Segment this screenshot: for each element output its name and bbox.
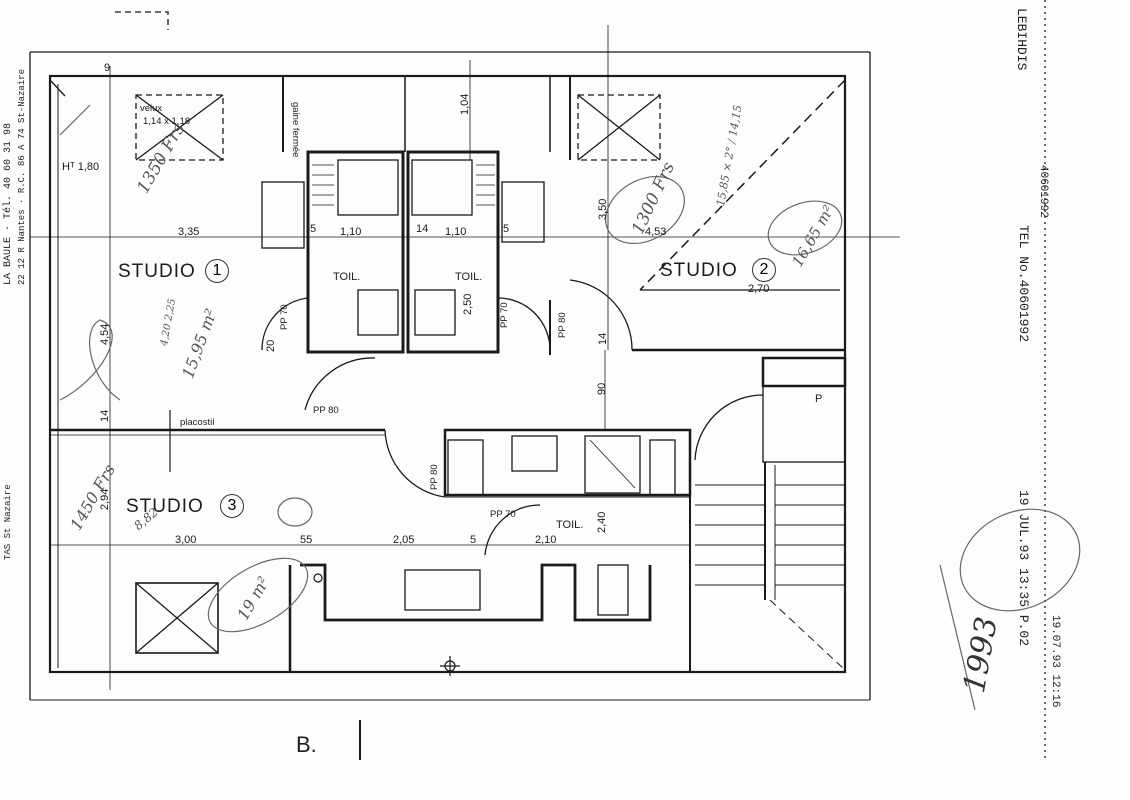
wc (414, 289, 456, 336)
toilet-2-label: TOIL. (455, 271, 483, 283)
dim-label: 2,40 (596, 511, 608, 533)
washbasin (501, 181, 545, 243)
dim-label: 2,05 (393, 534, 415, 546)
door-pp80-label: PP 80 (313, 405, 339, 416)
dim-label: 2,50 (462, 293, 474, 315)
fax-date-edge: 19.07.93 12:16 (1049, 615, 1061, 708)
dimension-lines (30, 25, 900, 690)
toilet-1-label: TOIL. (333, 271, 361, 283)
dim-label: 2,70 (748, 283, 770, 295)
studio-1-name: STUDIO (118, 261, 196, 282)
landing-p-label: P (815, 393, 823, 405)
velux-cross (577, 94, 661, 161)
velux-label: velux (140, 103, 163, 114)
dim-label: 5 (503, 223, 510, 235)
landing (761, 356, 847, 388)
washbasin (447, 439, 484, 496)
dim-label: 4,53 (645, 226, 667, 238)
door-pp70-label: PP 70 (279, 304, 290, 330)
door-pp70-label: PP 70 (499, 302, 510, 328)
gaine-label: gaine fermée (290, 102, 301, 158)
shower-tray (584, 435, 641, 494)
door-arc (694, 394, 764, 461)
dim-label: 3,35 (178, 226, 200, 238)
dim-label: 14 (597, 332, 609, 345)
velux-window (135, 94, 224, 161)
door-arc (569, 279, 633, 351)
fax-sender-line: TAS St Nazaire (3, 484, 13, 560)
dim-label: 3,50 (597, 198, 609, 220)
column-marker (313, 573, 323, 583)
section-mark: B. (296, 732, 317, 757)
wc (649, 439, 676, 496)
fax-header-name: LEBIHDIS (1014, 8, 1029, 71)
dim-label: 3,00 (175, 534, 197, 546)
studio-2-name: STUDIO (660, 260, 738, 281)
velux-cross (135, 94, 224, 161)
grid-mark: 9 (104, 62, 111, 74)
door-arc (484, 504, 541, 556)
bathroom-2-wall (406, 150, 500, 354)
dim-label: 1,10 (445, 226, 467, 238)
kitchenette (597, 564, 629, 616)
door-pp80-label: PP 80 (429, 464, 440, 490)
wc (357, 289, 399, 336)
fax-sender-line: LA BAULE · Tél. 40 60 31 98 (3, 122, 14, 285)
velux-window (577, 94, 661, 161)
dim-label: 14 (416, 223, 429, 235)
fax-tel: TEL No.40601992 (1016, 225, 1031, 343)
washbasin (261, 181, 305, 249)
studio-3-name: STUDIO (126, 496, 204, 517)
stair-hatching (312, 164, 495, 206)
roof-slope-line (639, 79, 846, 291)
dim-label: 5 (470, 534, 477, 546)
kitchenette (404, 569, 481, 611)
dim-label: 5 (310, 223, 317, 235)
crop-mark (115, 11, 169, 30)
stair-steps (689, 430, 846, 672)
placostil-label: placostil (180, 417, 215, 428)
dim-label: 90 (596, 382, 608, 395)
landing-p (762, 385, 846, 463)
dim-label: 14 (99, 409, 111, 422)
dim-label: 1,04 (459, 93, 471, 115)
velux-cross (135, 582, 219, 654)
studio-2-number: 2 (752, 258, 776, 282)
dim-label: 1,10 (340, 226, 362, 238)
bathroom-1-wall (306, 150, 405, 354)
velux-size-label: 1,14 x 1,18 (143, 116, 191, 127)
shower-tray (337, 159, 399, 216)
door-arc (304, 357, 376, 411)
fax-sender-line: 22 12 R Nantes · R.C. 86 A 74 St-Nazaire (17, 68, 27, 285)
toilet-3-label: TOIL. (556, 519, 584, 531)
lower-partition (300, 563, 652, 622)
velux-window (135, 582, 219, 654)
dim-label: 55 (300, 534, 313, 546)
door-arc (261, 297, 309, 351)
dim-label: 20 (265, 339, 277, 352)
studio-1-number: 1 (205, 259, 229, 283)
roof-corner-line (49, 79, 66, 97)
dim-label: 2,10 (535, 534, 557, 546)
hand-annotations (59, 104, 1081, 711)
studio-3-number: 3 (220, 494, 244, 518)
dim-label: 4,54 (99, 323, 111, 345)
shower-tray (411, 159, 473, 216)
fax-date: 19 JUL.93 13:35 P.02 (1016, 490, 1031, 647)
door-arc (384, 429, 446, 498)
height-label: Hᵀ 1,80 (62, 161, 100, 173)
door-pp70-label: PP 70 (490, 509, 516, 520)
fax-header-number: 40601992 (1037, 165, 1049, 218)
washbasin (511, 435, 558, 472)
door-pp80-label: PP 80 (557, 312, 568, 338)
